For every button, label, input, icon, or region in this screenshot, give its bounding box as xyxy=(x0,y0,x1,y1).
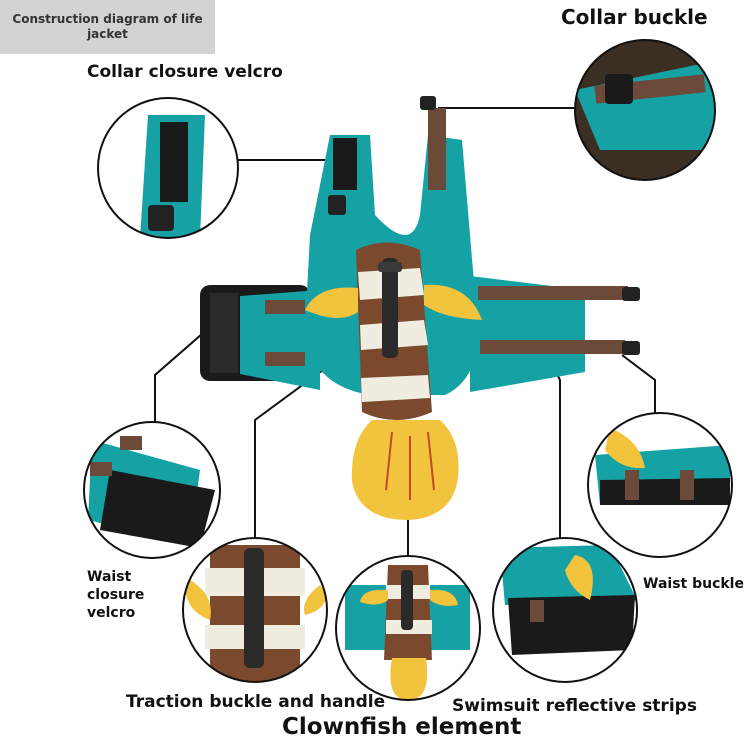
detail-clownfish xyxy=(335,555,481,701)
clownfish-tail xyxy=(351,420,459,520)
label-traction-buckle-handle: Traction buckle and handle xyxy=(126,692,386,712)
connector-waist-velcro xyxy=(154,319,219,422)
neck-velcro-strap xyxy=(333,138,357,190)
detail-waist-velcro xyxy=(83,421,221,559)
label-waist-buckle: Waist buckle xyxy=(643,576,744,592)
collar-buckle-strap xyxy=(428,108,446,190)
clownfish-left-fin xyxy=(305,287,358,319)
label-clownfish-element: Clownfish element xyxy=(282,714,522,740)
label-waist-closure-velcro-line2: closure xyxy=(87,587,145,603)
label-swimsuit-reflective-strips: Swimsuit reflective strips xyxy=(452,696,697,716)
detail-collar-buckle xyxy=(574,39,716,181)
label-waist-closure-velcro-line1: Waist xyxy=(87,569,132,585)
connector-waist-buckle xyxy=(621,354,656,418)
label-collar-closure-velcro: Collar closure velcro xyxy=(87,62,283,82)
detail-reflective-strips xyxy=(492,537,638,683)
diagram-title: Construction diagram of life jacket xyxy=(0,0,215,54)
life-jacket-main xyxy=(200,96,640,520)
detail-waist-buckle xyxy=(587,412,733,558)
label-waist-closure-velcro: Waist closure velcro xyxy=(87,568,144,622)
clownfish-right-fin xyxy=(424,284,482,320)
traction-handle xyxy=(382,258,398,358)
label-collar-buckle: Collar buckle xyxy=(561,5,708,29)
label-waist-closure-velcro-line3: velcro xyxy=(87,605,136,621)
waist-strap-bottom xyxy=(480,340,625,354)
right-waist-band xyxy=(470,276,585,392)
waist-strap-top xyxy=(478,286,628,300)
detail-collar-velcro xyxy=(97,97,239,239)
detail-traction-handle xyxy=(182,537,328,683)
